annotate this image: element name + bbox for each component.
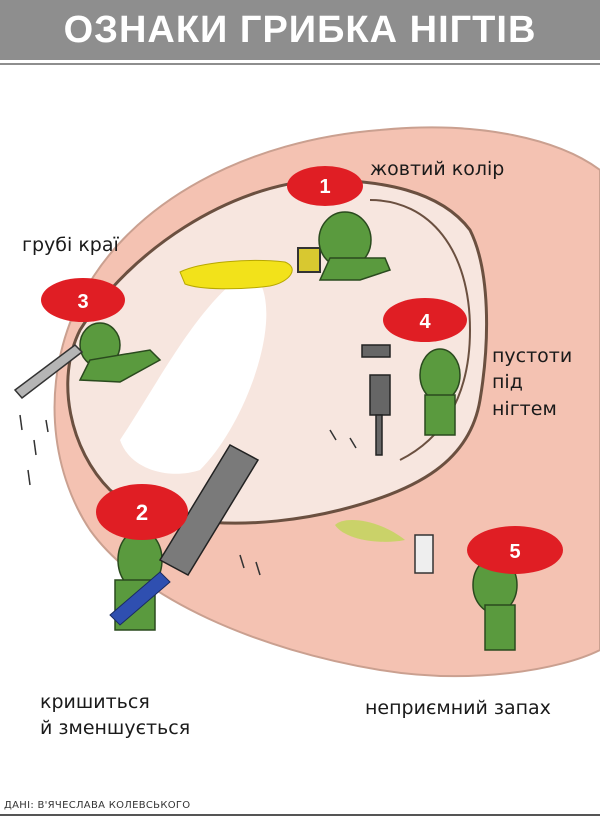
svg-text:5: 5	[509, 541, 520, 563]
svg-text:3: 3	[77, 291, 88, 313]
label-voids-2: під	[492, 371, 523, 393]
nail-file-tool	[158, 444, 260, 576]
label-yellow-color: жовтий колір	[370, 158, 505, 180]
source-credit: ДАНІ: В'ЯЧЕСЛАВА КОЛЕВСЬКОГО	[4, 800, 191, 811]
nail-highlight	[120, 270, 267, 474]
badge-2: 2	[96, 484, 188, 540]
svg-text:1: 1	[319, 176, 330, 198]
badge-1: 1	[287, 166, 363, 206]
saw-tool	[13, 344, 84, 400]
spray-mist	[335, 520, 405, 542]
label-rough-edges: грубі краї	[22, 234, 119, 256]
debris-marks	[19, 414, 357, 576]
label-crumbles-1: кришиться	[40, 691, 150, 713]
badge-3: 3	[41, 278, 125, 322]
bottom-rule	[0, 814, 600, 816]
label-bad-smell: неприємний запах	[365, 697, 551, 719]
spray-can	[414, 534, 434, 574]
figure-1	[318, 211, 392, 281]
svg-text:4: 4	[419, 311, 431, 333]
label-voids-3: нігтем	[492, 398, 557, 420]
label-crumbles-2: й зменшується	[40, 717, 191, 739]
svg-text:2: 2	[136, 500, 148, 525]
figure-4	[419, 348, 461, 436]
label-voids-1: пустоти	[492, 345, 573, 367]
title-underline	[0, 63, 600, 65]
page-title: ОЗНАКИ ГРИБКА НІГТІВ	[63, 9, 537, 51]
badge-4: 4	[383, 298, 467, 342]
jackhammer-tool	[361, 344, 391, 456]
title-bar	[0, 0, 600, 60]
yellow-stain	[179, 259, 293, 290]
badge-5: 5	[467, 526, 563, 574]
file-handle	[109, 571, 171, 626]
paint-bucket	[297, 247, 321, 273]
figure-3	[78, 322, 162, 383]
